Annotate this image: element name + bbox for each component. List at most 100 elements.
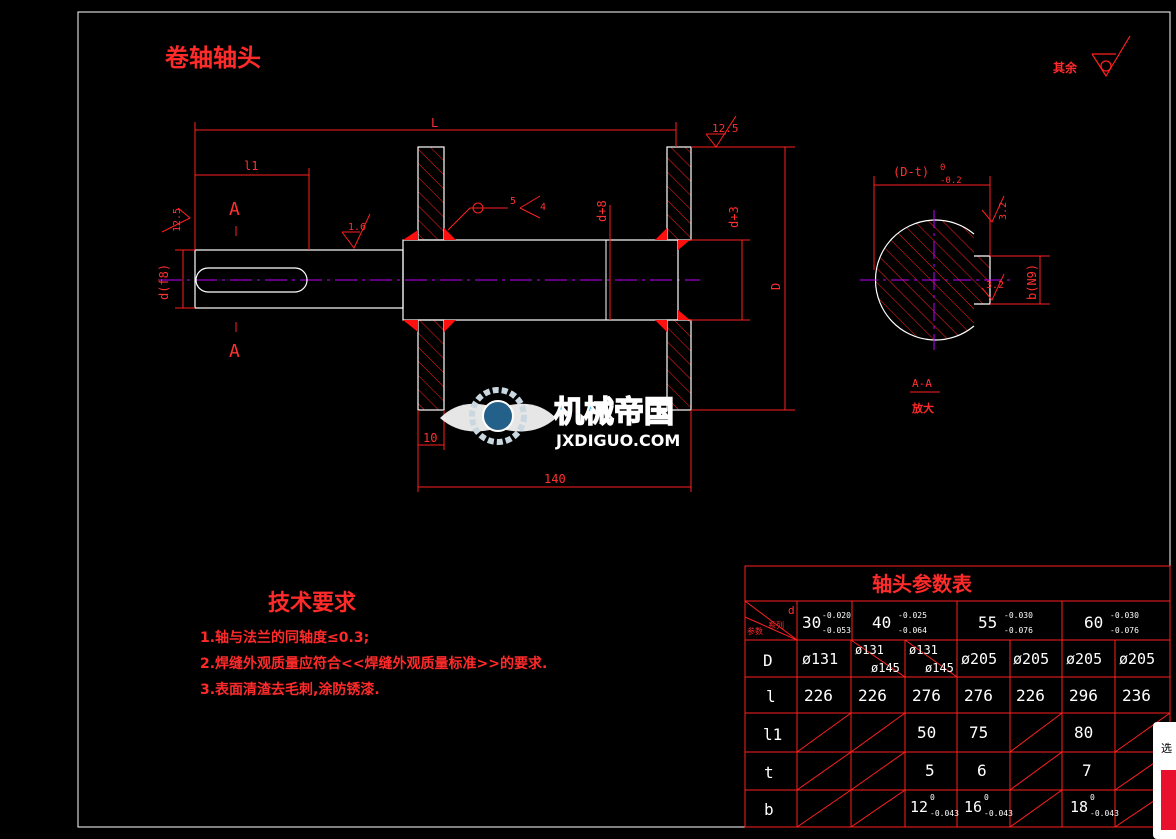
surface-note: 其余 [1053,60,1078,75]
shaft-small-end [194,249,404,309]
tech-item-3: 3.表面清渣去毛刺,涂防锈漆. [200,681,380,698]
corner-d: d [788,604,795,617]
dimension-lines [175,122,795,492]
watermark-en: JXDIGUO.COM [555,431,680,450]
cell-D-7: ø205 [1119,650,1155,668]
dim-d3: d+3 [727,206,741,228]
cell-t-3: 7 [1082,761,1092,780]
dim-d8: d+8 [595,200,609,222]
cell-D-5: ø205 [1013,650,1049,668]
dim-bN9-g: b(N9) [1025,264,1039,300]
wing-left-icon [440,403,490,432]
watermark-cn: 机械帝国 [554,395,674,430]
side-tab-bar [1161,770,1176,830]
corner-param: 参数 [747,626,763,636]
tech-item-2: 2.焊缝外观质量应符合<<焊缝外观质量标准>>的要求. [200,655,547,672]
table-grid [744,565,1171,828]
cell-b-3-lo: -0.043 [1090,809,1119,818]
cell-b-2: 16 [964,798,982,816]
row-label-b: b [764,800,774,819]
gear-hub-icon [482,400,514,432]
rough-keyway: 3.2 [998,202,1009,220]
row-label-l: l [766,687,776,706]
dim-Dt-up: 0 [940,163,945,173]
section-a-a: (D-t) 0 -0.2 3.2 3.2 b(N9) A-A 放大 [860,163,1050,415]
dim-D-g: D [769,283,783,290]
side-tab-label: 选 [1161,742,1172,755]
cell-t-2: 6 [977,761,987,780]
cell-b-1-lo: -0.043 [930,809,959,818]
hdr-40-lo: -0.064 [898,626,927,635]
table-row-l: 226 226 276 276 226 296 236 [804,686,1151,705]
table-row-labels: D l l1 t b [763,651,782,819]
cell-D-2a: ø131 [855,643,884,657]
cell-b-1: 12 [910,798,928,816]
table-row-b: 12 0 -0.043 16 0 -0.043 18 0 -0.043 [910,793,1119,818]
cell-D-3a: ø131 [909,643,938,657]
cell-D-4: ø205 [961,650,997,668]
cell-D-1: ø131 [802,650,838,668]
cell-l-4: 276 [964,686,993,705]
watermark-logo: 机械帝国 JXDIGUO.COM [440,387,680,450]
hdr-60: 60 [1084,613,1103,632]
rough-keyway2: 3.2 [986,280,1004,291]
row-label-l1: l1 [763,725,782,744]
rough-left-g: 12.5 [172,208,183,232]
keyway-slot [195,267,308,293]
corner-series: 系列 [768,620,784,630]
dim-L: L [431,116,438,130]
rough-left: 12.5 [172,208,183,232]
drawing-frame [77,11,1171,828]
right-flange-top [666,146,692,241]
hdr-60-up: -0.030 [1110,611,1139,620]
cell-b-2-up: 0 [984,793,989,802]
cell-l1-3: 80 [1074,723,1093,742]
cell-l1-2: 75 [969,723,988,742]
cell-l-7: 236 [1122,686,1151,705]
cell-D-3b: ø145 [925,661,954,675]
hdr-55: 55 [978,613,997,632]
hdr-30-up: -0.020 [822,611,851,620]
cell-b-2-lo: -0.043 [984,809,1013,818]
rough-weld2: 4 [540,202,546,213]
hdr-55-lo: -0.076 [1004,626,1033,635]
dim-d3-g: d+3 [727,206,741,228]
section-mark-bottom: A [229,341,240,362]
rough-weld: 5 [510,196,516,207]
cell-D-2b: ø145 [871,661,900,675]
hdr-40: 40 [872,613,891,632]
rough-top: 12.5 [712,122,739,135]
tech-title: 技术要求 [268,591,356,616]
dim-Dt-lo: -0.2 [940,176,962,186]
roughness-symbol-icon [1091,35,1131,78]
dim-df8: d(f8) [157,264,171,300]
dim-10: 10 [423,431,437,445]
rough-shaft: 1.6 [348,222,366,233]
cell-l-2: 226 [858,686,887,705]
cell-l-1: 226 [804,686,833,705]
dim-140: 140 [544,472,566,486]
table-row-t: 5 6 7 [925,761,1092,780]
dim-l1: l1 [244,159,258,173]
hdr-40-up: -0.025 [898,611,927,620]
tech-item-1: 1.轴与法兰的同轴度≤0.3; [200,629,369,646]
table-title: 轴头参数表 [872,572,973,596]
table-row-l1: 50 75 80 [917,723,1093,742]
rough-key-g: 3.2 [998,202,1009,220]
side-float-tab[interactable]: 选 [1153,722,1176,839]
param-table: 轴头参数表 d 参数 系列 30 -0.020 -0.053 40 -0.025… [744,565,1171,828]
dim-Dt: (D-t) [893,165,929,179]
gear-icon [469,387,527,445]
weld-marks [403,228,690,332]
cell-l-6: 296 [1069,686,1098,705]
left-flange-bottom [417,319,445,411]
hdr-30-lo: -0.053 [822,626,851,635]
section-mark-top: A [229,199,240,220]
row-label-t: t [764,763,774,782]
hdr-60-lo: -0.076 [1110,626,1139,635]
hdr-55-up: -0.030 [1004,611,1033,620]
drawing-title: 卷轴轴头 [165,44,261,72]
section-scale: 放大 [911,401,934,415]
table-row-D: ø131 ø131 ø145 ø131 ø145 ø205 ø205 ø205 … [802,643,1155,675]
